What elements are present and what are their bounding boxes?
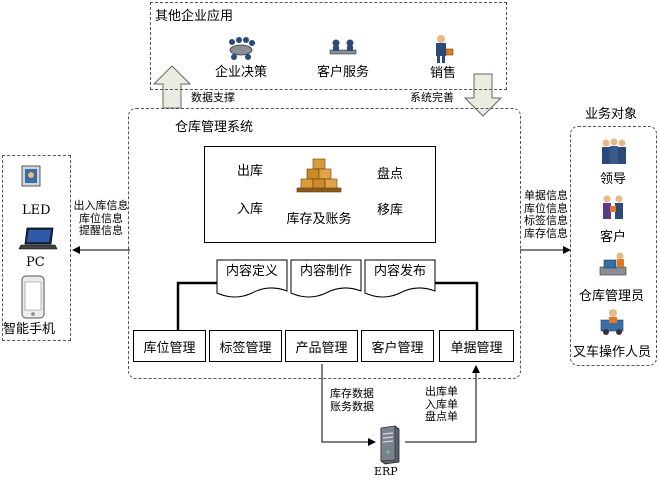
from-erp-line-2: 入库单: [425, 397, 458, 411]
up-block-arrow: [152, 65, 192, 109]
from-erp-line-3: 盘点单: [425, 410, 458, 423]
module-location-management: 库位管理: [133, 330, 206, 362]
module-label-management: 标签管理: [209, 330, 282, 362]
doc-content-production-label: 内容制作: [299, 264, 352, 279]
to-erp-line-2: 账务数据: [330, 399, 374, 413]
device-info-line-3: 提醒信息: [79, 224, 123, 237]
warehouse-admin-icon: [598, 250, 628, 278]
sales-person-icon: [432, 34, 454, 64]
device-info-line-1: 出入库信息: [73, 199, 129, 212]
laptop-icon: [18, 226, 59, 252]
doc-content-publish-label: 内容发布: [373, 264, 426, 279]
system-improve-label: 系统完善: [410, 91, 454, 104]
core-move-label: 移库: [377, 203, 404, 218]
business-forklift-label: 叉车操作人员: [573, 345, 652, 360]
smartphone-icon: [20, 275, 46, 319]
doc-content-definition: 内容定义: [216, 259, 288, 300]
core-in-label: 入库: [237, 202, 264, 217]
business-leader-label: 领导: [600, 172, 627, 187]
business-title: 业务对象: [585, 107, 638, 122]
devices-panel: [2, 155, 71, 341]
wms-title: 仓库管理系统: [175, 120, 254, 135]
decision-meeting-icon: [226, 36, 256, 60]
erp-server-icon: [377, 424, 401, 465]
leader-icon: [598, 138, 628, 166]
module-customer-management: 客户管理: [361, 330, 434, 362]
doc-content-definition-label: 内容定义: [225, 264, 278, 279]
inventory-boxes-icon: [296, 158, 342, 198]
customer-icon: [598, 194, 628, 222]
business-warehouse-admin-label: 仓库管理员: [579, 289, 645, 304]
customer-service-icon: [327, 38, 359, 58]
erp-label: ERP: [374, 465, 398, 478]
device-info-text: 出入库信息 库位信息 提醒信息: [73, 199, 129, 238]
doc-bracket-right: [435, 281, 479, 330]
doc-content-production: 内容制作: [290, 259, 362, 300]
app-customer-service-label: 客户服务: [316, 65, 369, 80]
to-erp-line-1: 库存数据: [330, 387, 374, 400]
arrow-to-erp: [321, 364, 376, 446]
core-check-label: 盘点: [377, 167, 404, 182]
module-product-management: 产品管理: [285, 330, 358, 362]
business-customer-label: 客户: [600, 230, 627, 245]
device-smartphone-label: 智能手机: [3, 322, 56, 337]
device-info-line-2: 库位信息: [79, 211, 123, 225]
core-inventory-label: 库存及账务: [286, 212, 352, 227]
led-display-icon: [20, 164, 44, 190]
from-erp-text: 出库单 入库单 盘点单: [425, 385, 458, 424]
down-block-arrow: [463, 73, 503, 117]
device-pc-label: PC: [26, 255, 45, 270]
forklift-operator-icon: [598, 306, 628, 336]
doc-bracket-left: [176, 281, 217, 330]
business-info-line-1: 单据信息: [524, 189, 568, 202]
to-erp-text: 库存数据 账务数据: [330, 387, 374, 413]
from-erp-line-1: 出库单: [425, 385, 458, 398]
module-document-management: 单据管理: [439, 330, 514, 362]
data-support-label: 数据支撑: [191, 91, 235, 104]
other-apps-title: 其他企业应用: [155, 9, 234, 24]
business-info-line-3: 标签信息: [524, 214, 568, 227]
arrow-from-erp: [405, 365, 480, 443]
doc-content-publish: 内容发布: [364, 259, 436, 300]
other-apps-panel: [150, 2, 507, 90]
app-sales-label: 销售: [429, 66, 456, 81]
app-decision-label: 企业决策: [214, 65, 267, 80]
wms-panel: [128, 108, 521, 379]
business-info-line-4: 库存信息: [524, 226, 568, 240]
business-info-text: 单据信息 库位信息 标签信息 库存信息: [520, 189, 572, 240]
device-led-label: LED: [22, 203, 51, 218]
business-panel: [570, 126, 657, 366]
business-info-line-2: 库位信息: [524, 201, 568, 215]
core-out-label: 出库: [237, 164, 264, 179]
